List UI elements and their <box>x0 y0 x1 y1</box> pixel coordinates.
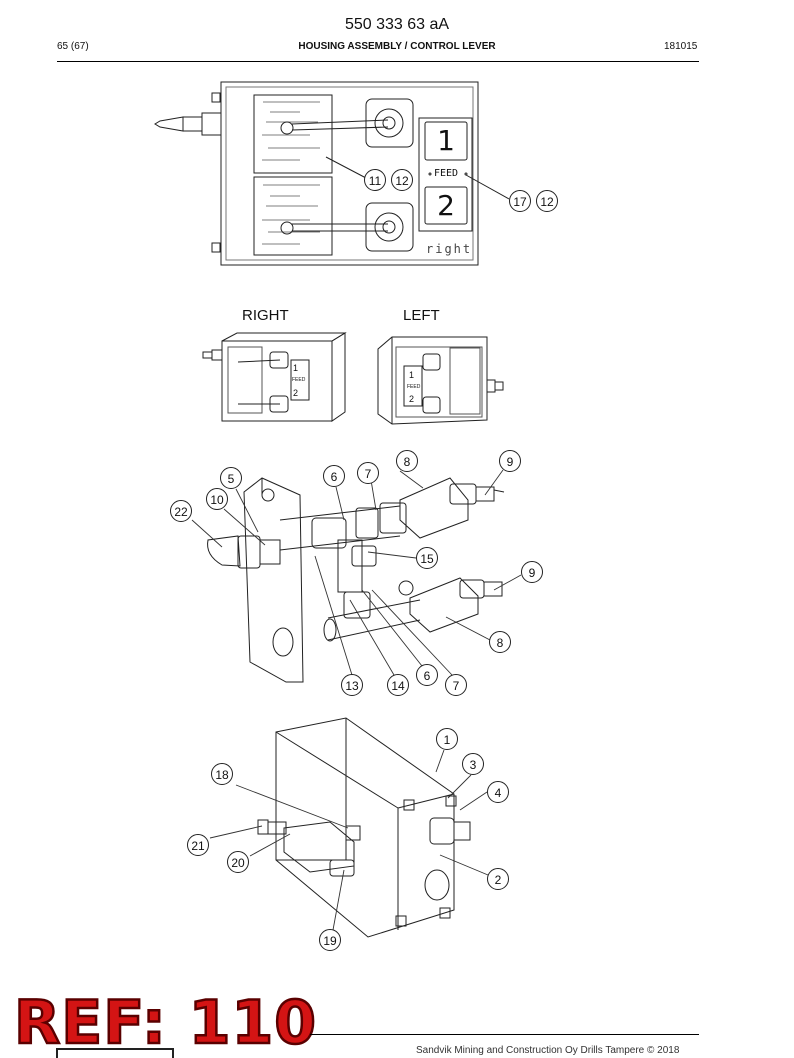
callout-14: 14 <box>387 674 409 696</box>
callout-20: 20 <box>227 851 249 873</box>
callout-18: 18 <box>211 763 233 785</box>
callout-1: 1 <box>436 728 458 750</box>
left-view-button-1: 1 <box>409 370 415 380</box>
callout-15: 15 <box>416 547 438 569</box>
callout-19: 19 <box>319 929 341 951</box>
footer-rule <box>310 1034 699 1035</box>
revision-date: 181015 <box>664 41 698 52</box>
callout-8: 8 <box>489 631 511 653</box>
callout-9: 9 <box>521 561 543 583</box>
side-label: right <box>426 242 473 256</box>
callout-21: 21 <box>187 834 209 856</box>
callout-12: 12 <box>536 190 558 212</box>
callout-10: 10 <box>206 488 228 510</box>
callout-17: 17 <box>509 190 531 212</box>
callout-5: 5 <box>220 467 242 489</box>
switch-label-1: 1 <box>437 124 455 157</box>
callout-6: 6 <box>416 664 438 686</box>
logo <box>56 1048 174 1058</box>
right-view-label: RIGHT <box>242 307 289 324</box>
left-side-view <box>377 336 504 425</box>
left-view-button-2: 2 <box>409 394 415 404</box>
callout-12: 12 <box>391 169 413 191</box>
right-view-feed: FEED <box>292 377 306 383</box>
feed-label: FEED <box>433 168 459 179</box>
housing-isometric-view <box>209 717 489 938</box>
callout-7: 7 <box>445 674 467 696</box>
right-view-button-1: 1 <box>293 363 299 373</box>
left-view-feed: FEED <box>407 384 421 390</box>
callout-13: 13 <box>341 674 363 696</box>
right-side-view <box>202 332 347 422</box>
callout-11: 11 <box>364 169 386 191</box>
callout-2: 2 <box>487 868 509 890</box>
copyright-text: Sandvik Mining and Construction Oy Drill… <box>416 1045 680 1056</box>
page-number: 65 (67) <box>57 41 89 52</box>
callout-7: 7 <box>357 462 379 484</box>
header-rule <box>57 61 699 62</box>
callout-22: 22 <box>170 500 192 522</box>
housing-front-view <box>154 81 510 266</box>
callout-8: 8 <box>396 450 418 472</box>
switch-label-2: 2 <box>437 189 455 222</box>
reference-stamp: REF: 110 <box>13 987 318 1058</box>
valve-assembly <box>191 469 522 683</box>
callout-3: 3 <box>462 753 484 775</box>
document-number: 550 333 63 aA <box>344 16 450 33</box>
callout-6: 6 <box>323 465 345 487</box>
callout-9: 9 <box>499 450 521 472</box>
left-view-label: LEFT <box>403 307 440 324</box>
callout-4: 4 <box>487 781 509 803</box>
right-view-button-2: 2 <box>293 388 299 398</box>
page-title: HOUSING ASSEMBLY / CONTROL LEVER <box>298 41 496 52</box>
